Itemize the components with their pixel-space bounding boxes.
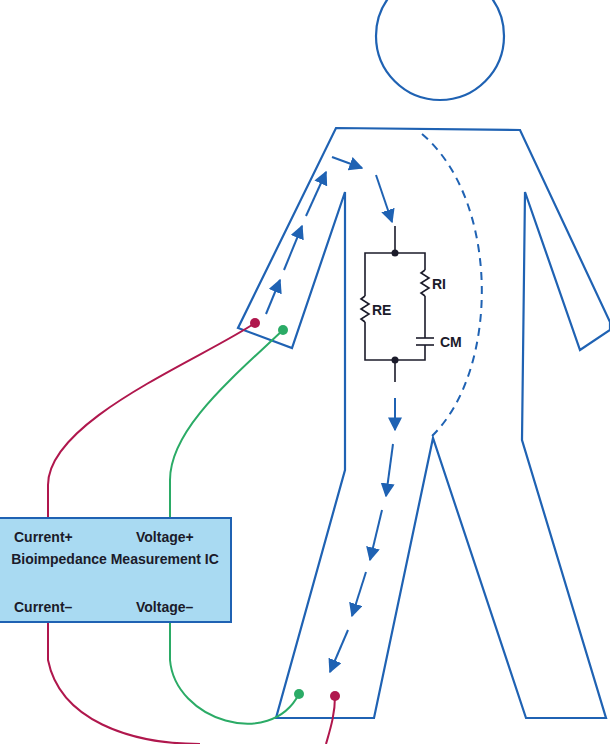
- component-label: RE: [372, 302, 391, 318]
- pin-label: Voltage–: [136, 599, 193, 615]
- current-wire: [48, 323, 255, 517]
- body-outline: [238, 128, 610, 718]
- junction-dot: [392, 357, 399, 364]
- ic-title: Bioimpedance Measurement IC: [10, 551, 220, 567]
- component-label: CM: [440, 334, 462, 350]
- current-arrows: [266, 157, 395, 672]
- junction-dot: [392, 250, 399, 257]
- voltage-wire: [170, 330, 283, 517]
- electrode: [278, 325, 288, 335]
- current-wire: [326, 696, 335, 744]
- head-outline: [376, 0, 504, 100]
- electrode: [250, 318, 260, 328]
- dashed-path: [422, 134, 482, 436]
- pin-label: Current–: [14, 599, 72, 615]
- tissue-circuit: [361, 226, 434, 382]
- electrode: [294, 689, 304, 699]
- component-label: RI: [432, 276, 446, 292]
- pin-label: Voltage+: [136, 529, 194, 545]
- electrode: [330, 691, 340, 701]
- voltage-wire: [170, 623, 299, 724]
- ic-box: Current+ Voltage+ Bioimpedance Measurement…: [0, 517, 232, 623]
- pin-label: Current+: [14, 529, 73, 545]
